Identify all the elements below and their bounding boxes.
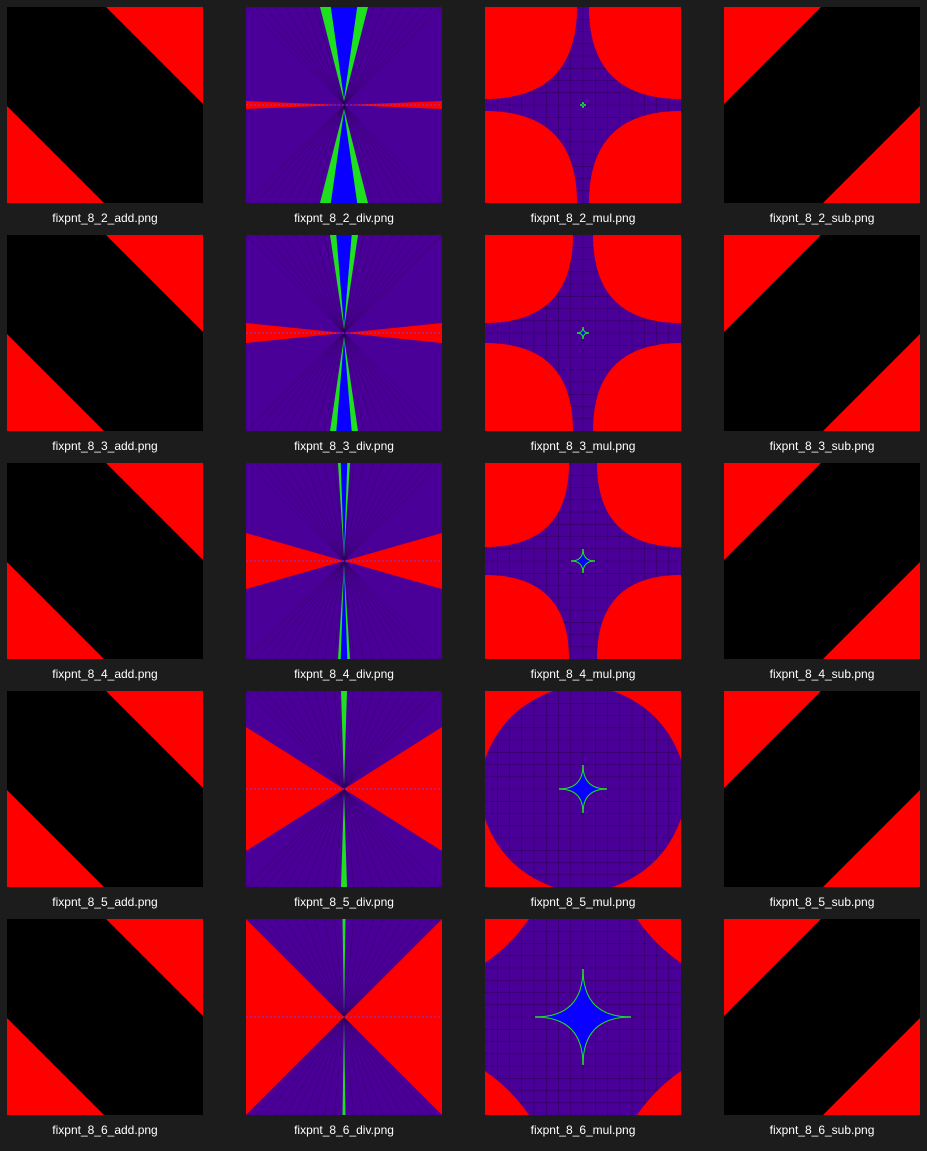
file-item-mul[interactable]: fixpnt_8_5_mul.png xyxy=(485,691,681,919)
file-thumbnail[interactable] xyxy=(7,7,203,203)
file-name-label: fixpnt_8_4_sub.png xyxy=(769,667,875,681)
file-item-sub[interactable]: fixpnt_8_5_sub.png xyxy=(724,691,920,919)
file-name-label: fixpnt_8_2_add.png xyxy=(52,211,158,225)
file-name-label: fixpnt_8_3_sub.png xyxy=(769,439,875,453)
file-thumbnail[interactable] xyxy=(7,463,203,659)
file-thumbnail[interactable] xyxy=(246,235,442,431)
file-thumbnail[interactable] xyxy=(485,691,681,887)
file-name-label: fixpnt_8_2_div.png xyxy=(294,211,394,225)
file-name-label: fixpnt_8_3_mul.png xyxy=(530,439,636,453)
file-name-label: fixpnt_8_2_sub.png xyxy=(769,211,875,225)
file-item-add[interactable]: fixpnt_8_2_add.png xyxy=(7,7,203,235)
file-item-add[interactable]: fixpnt_8_4_add.png xyxy=(7,463,203,691)
file-name-label: fixpnt_8_5_mul.png xyxy=(530,895,636,909)
file-thumbnail[interactable] xyxy=(485,7,681,203)
file-thumbnail[interactable] xyxy=(246,919,442,1115)
file-thumbnail[interactable] xyxy=(485,463,681,659)
file-item-div[interactable]: fixpnt_8_3_div.png xyxy=(246,235,442,463)
file-thumbnail[interactable] xyxy=(724,7,920,203)
file-thumbnail[interactable] xyxy=(7,919,203,1115)
file-item-sub[interactable]: fixpnt_8_3_sub.png xyxy=(724,235,920,463)
file-thumbnail[interactable] xyxy=(724,691,920,887)
file-name-label: fixpnt_8_3_add.png xyxy=(52,439,158,453)
file-item-div[interactable]: fixpnt_8_6_div.png xyxy=(246,919,442,1147)
file-item-mul[interactable]: fixpnt_8_3_mul.png xyxy=(485,235,681,463)
file-thumbnail[interactable] xyxy=(724,235,920,431)
file-item-sub[interactable]: fixpnt_8_6_sub.png xyxy=(724,919,920,1147)
file-name-label: fixpnt_8_5_sub.png xyxy=(769,895,875,909)
file-item-sub[interactable]: fixpnt_8_2_sub.png xyxy=(724,7,920,235)
file-name-label: fixpnt_8_5_div.png xyxy=(294,895,394,909)
file-thumbnail[interactable] xyxy=(246,7,442,203)
file-thumbnail[interactable] xyxy=(7,691,203,887)
file-item-div[interactable]: fixpnt_8_5_div.png xyxy=(246,691,442,919)
file-item-div[interactable]: fixpnt_8_2_div.png xyxy=(246,7,442,235)
file-thumbnail[interactable] xyxy=(724,463,920,659)
file-name-label: fixpnt_8_3_div.png xyxy=(294,439,394,453)
file-name-label: fixpnt_8_4_div.png xyxy=(294,667,394,681)
file-thumbnail[interactable] xyxy=(485,919,681,1115)
file-name-label: fixpnt_8_2_mul.png xyxy=(530,211,636,225)
file-thumbnail[interactable] xyxy=(485,235,681,431)
file-item-mul[interactable]: fixpnt_8_4_mul.png xyxy=(485,463,681,691)
file-item-mul[interactable]: fixpnt_8_2_mul.png xyxy=(485,7,681,235)
file-name-label: fixpnt_8_4_mul.png xyxy=(530,667,636,681)
file-name-label: fixpnt_8_5_add.png xyxy=(52,895,158,909)
file-item-add[interactable]: fixpnt_8_3_add.png xyxy=(7,235,203,463)
file-thumbnail[interactable] xyxy=(246,691,442,887)
file-item-add[interactable]: fixpnt_8_6_add.png xyxy=(7,919,203,1147)
file-item-div[interactable]: fixpnt_8_4_div.png xyxy=(246,463,442,691)
file-name-label: fixpnt_8_6_sub.png xyxy=(769,1123,875,1137)
file-thumbnail[interactable] xyxy=(724,919,920,1115)
file-item-mul[interactable]: fixpnt_8_6_mul.png xyxy=(485,919,681,1147)
file-name-label: fixpnt_8_6_add.png xyxy=(52,1123,158,1137)
file-name-label: fixpnt_8_6_mul.png xyxy=(530,1123,636,1137)
file-item-sub[interactable]: fixpnt_8_4_sub.png xyxy=(724,463,920,691)
file-name-label: fixpnt_8_6_div.png xyxy=(294,1123,394,1137)
file-thumbnail[interactable] xyxy=(246,463,442,659)
file-item-add[interactable]: fixpnt_8_5_add.png xyxy=(7,691,203,919)
file-name-label: fixpnt_8_4_add.png xyxy=(52,667,158,681)
file-thumbnail[interactable] xyxy=(7,235,203,431)
